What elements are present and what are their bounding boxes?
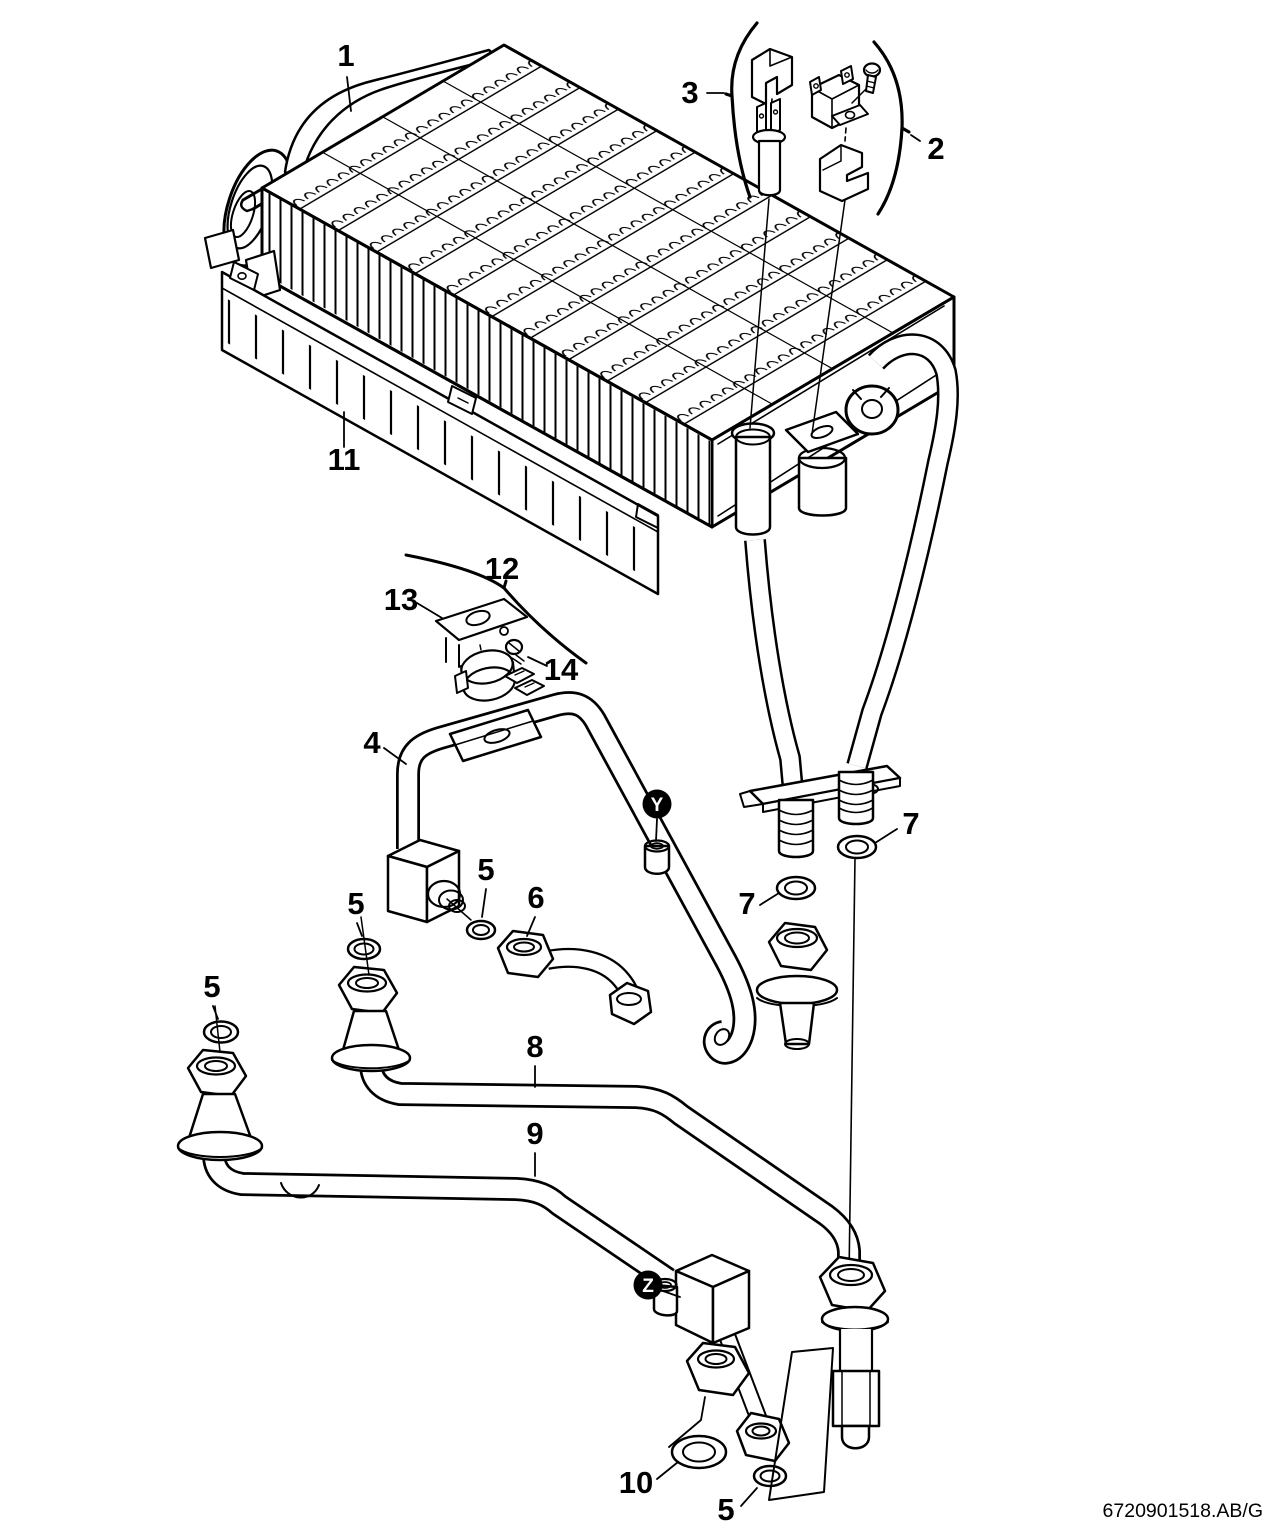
pipe-dip-detail	[280, 1182, 320, 1199]
pipe-8	[330, 916, 861, 1263]
svg-text:Y: Y	[651, 795, 664, 816]
alignment-line	[360, 916, 370, 976]
mounting-foot	[203, 228, 241, 270]
marker-y: Y	[642, 789, 672, 842]
threaded-tail-right	[837, 770, 875, 826]
thermostat-bracket	[809, 65, 869, 130]
alignment-line-long	[848, 857, 856, 1277]
pipe-clip	[448, 708, 543, 763]
clip-mount-boss	[784, 410, 860, 517]
svg-text:Z: Z	[642, 1276, 654, 1297]
bracket-panel	[220, 261, 660, 596]
bracket-curve-3	[724, 21, 759, 199]
section-strip	[768, 1347, 834, 1501]
callout-1: 1	[337, 38, 354, 73]
leader-line	[416, 602, 443, 619]
callout-11: 11	[328, 442, 361, 477]
washer-large-10	[670, 1434, 728, 1470]
pipe-open-end	[713, 1028, 731, 1046]
callout-5a: 5	[477, 852, 494, 887]
callout-6: 6	[527, 880, 544, 915]
washer	[202, 1020, 240, 1044]
union-fitting	[176, 1048, 264, 1162]
washer	[465, 919, 497, 941]
union-nut-assembly	[755, 921, 839, 1050]
callout-13: 13	[384, 582, 418, 617]
flow-pipe-4	[386, 691, 839, 1065]
leader-line	[668, 1396, 706, 1448]
clip-group	[809, 40, 921, 435]
fin-front-texture	[264, 190, 710, 525]
sensor-group	[706, 21, 794, 429]
alignment-line	[446, 898, 472, 921]
leader-line	[527, 656, 548, 667]
callouts: 1 3 2 11 12 13 14 4 5 6 5 5 7 7 8 9 10 5	[203, 38, 944, 1527]
alignment-line	[749, 198, 770, 429]
temperature-sensor	[751, 98, 787, 197]
document-code: 6720901518.AB/G	[1103, 1500, 1263, 1522]
callout-14: 14	[544, 652, 579, 687]
z-elbow-assembly	[652, 1253, 791, 1488]
collector-pipes	[744, 333, 959, 803]
gasket-right	[836, 834, 878, 860]
elbow-fitting	[386, 838, 466, 924]
clip-block	[818, 143, 870, 203]
outlet-fitting	[768, 1255, 890, 1501]
alignment-line	[811, 199, 846, 435]
bracket-curve-2	[872, 40, 911, 216]
callout-9: 9	[526, 1116, 543, 1151]
collector-plate	[739, 764, 902, 813]
leader-line	[851, 88, 867, 104]
end-nut	[608, 981, 653, 1026]
threaded-tail-left	[777, 798, 815, 859]
callout-2: 2	[927, 131, 944, 166]
callout-12: 12	[485, 551, 519, 586]
gasket-left	[775, 875, 817, 901]
washer-small	[752, 1464, 788, 1488]
sensor-clip	[750, 47, 794, 106]
clip-plate	[434, 597, 529, 668]
callout-7l: 7	[738, 886, 755, 921]
union-fitting	[330, 965, 412, 1073]
leader-line	[910, 134, 921, 142]
screw-small	[862, 62, 882, 94]
callout-8: 8	[526, 1029, 543, 1064]
connection-pipe-6	[496, 929, 653, 1026]
callout-3: 3	[681, 75, 698, 110]
callout-4: 4	[363, 725, 381, 760]
pipe-thermostat	[454, 649, 545, 702]
callout-5c: 5	[203, 969, 220, 1004]
screw-14	[504, 638, 525, 665]
clip-assembly-group	[404, 553, 588, 702]
marker-z: Z	[633, 1270, 681, 1300]
callout-7r: 7	[902, 806, 919, 841]
callout-10: 10	[619, 1465, 653, 1500]
callout-5d: 5	[717, 1492, 734, 1527]
c-clip-holder	[844, 384, 900, 436]
washer	[346, 937, 382, 961]
sensor-pocket	[730, 422, 776, 536]
callout-5b: 5	[347, 886, 364, 921]
pipe-9	[176, 1005, 675, 1289]
y-sleeve	[643, 839, 671, 875]
bracket-curve-12	[404, 553, 588, 665]
